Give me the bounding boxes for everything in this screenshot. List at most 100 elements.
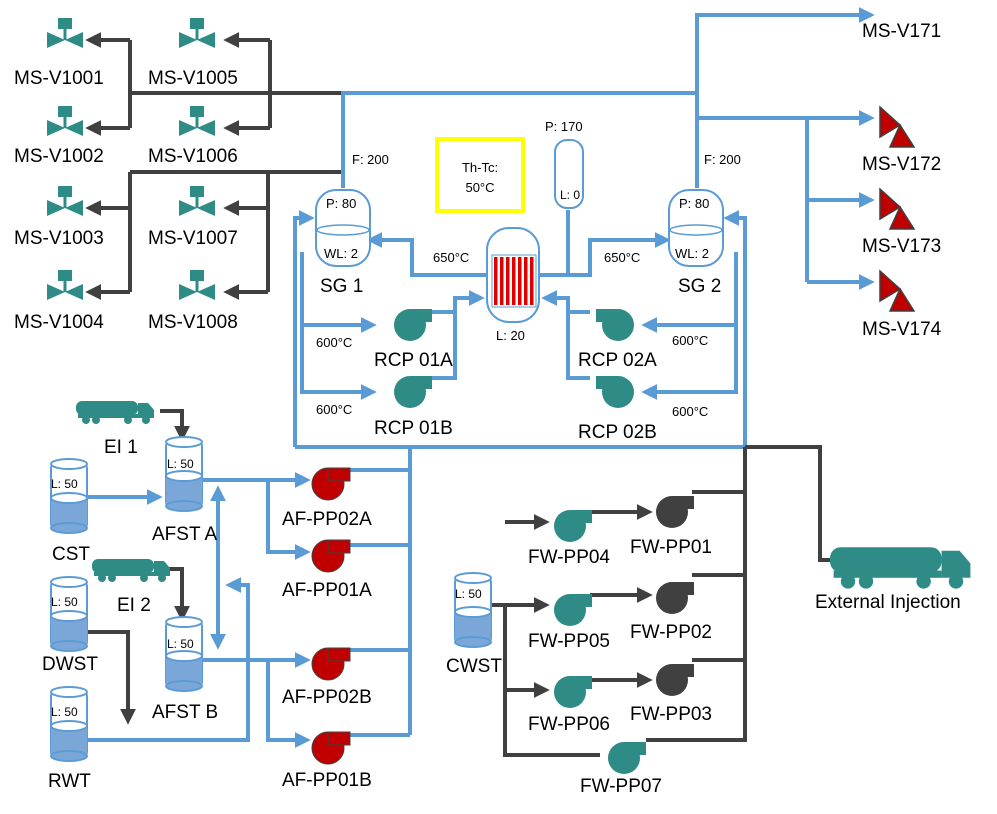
ms-valve-v1002[interactable] xyxy=(45,104,85,138)
af-pp02b-pump-icon[interactable] xyxy=(311,647,351,681)
label-v1008: MS-V1008 xyxy=(148,312,238,333)
cold-leg-1b-temp: 600°C xyxy=(316,402,352,417)
ms-valve-v1001[interactable] xyxy=(45,16,85,50)
ei2-tanker-truck-icon[interactable] xyxy=(92,559,170,582)
fw-pp05-pump-icon[interactable] xyxy=(554,594,592,626)
label-v1007: MS-V1007 xyxy=(148,228,238,249)
ei1-tanker-truck-icon[interactable] xyxy=(76,401,154,424)
feedwater-header xyxy=(293,210,747,737)
ms-valve-v1005[interactable] xyxy=(177,16,217,50)
rcp-01b-pump-icon[interactable] xyxy=(394,376,432,408)
af-pp02a-label: AF-PP02A xyxy=(282,509,372,530)
ms-valve-v1007[interactable] xyxy=(177,184,217,218)
label-v1004: MS-V1004 xyxy=(14,312,104,333)
temp-diff-value: 50°C xyxy=(465,180,494,195)
afst-a-label: AFST A xyxy=(152,524,217,545)
external-injection-label: External Injection xyxy=(815,592,961,613)
dwst-level: L: 50 xyxy=(51,595,78,609)
fw-pp04-pump-icon[interactable] xyxy=(554,510,592,542)
fw-pp01-label: FW-PP01 xyxy=(630,537,712,558)
rwt-level: L: 50 xyxy=(51,705,78,719)
fw-pp02-pump-icon[interactable] xyxy=(656,582,694,614)
sg2-label: SG 2 xyxy=(678,276,721,297)
rwt-tank[interactable] xyxy=(50,686,88,762)
sg1-label: SG 1 xyxy=(320,276,363,297)
rcp-01a-pump-icon[interactable] xyxy=(394,309,432,341)
fw-pp02-label: FW-PP02 xyxy=(630,622,712,643)
sg2-level: WL: 2 xyxy=(675,246,709,261)
rcp-01a-label: RCP 01A xyxy=(374,350,453,371)
cwst-tank[interactable] xyxy=(454,572,492,648)
hot-leg-1-temp: 650°C xyxy=(433,250,469,265)
hot-leg-2-temp: 650°C xyxy=(604,250,640,265)
af-pp02a-pump-icon[interactable] xyxy=(311,467,351,501)
afst-b-label: AFST B xyxy=(152,702,218,723)
label-v1005: MS-V1005 xyxy=(148,68,238,89)
sg1-pressure: P: 80 xyxy=(326,196,356,211)
fw-pp04-label: FW-PP04 xyxy=(528,547,610,568)
label-v1003: MS-V1003 xyxy=(14,228,104,249)
cwst-level: L: 50 xyxy=(455,587,482,601)
rcp-02a-label: RCP 02A xyxy=(578,350,657,371)
cwst-label: CWST xyxy=(446,656,502,677)
primary-loop-pipes xyxy=(300,210,738,400)
afst-a-level: L: 50 xyxy=(167,457,194,471)
label-v1002: MS-V1002 xyxy=(14,146,104,167)
rcp-01b-label: RCP 01B xyxy=(374,418,453,439)
af-pp02b-label: AF-PP02B xyxy=(282,687,372,708)
steam-lines xyxy=(341,7,875,290)
fw-pp01-pump-icon[interactable] xyxy=(656,496,694,528)
af-pp01a-pump-icon[interactable] xyxy=(311,539,351,573)
label-v174: MS-V174 xyxy=(862,319,942,340)
label-v1001: MS-V1001 xyxy=(14,68,104,89)
fw-pp05-label: FW-PP05 xyxy=(528,631,610,652)
sg2-pressure: P: 80 xyxy=(679,196,709,211)
label-v173: MS-V173 xyxy=(862,236,941,257)
steam-generator-1[interactable]: P: 80 WL: 2 xyxy=(315,189,371,267)
fw-pp07-pump-icon[interactable] xyxy=(608,742,646,774)
steam-generator-2[interactable]: P: 80 WL: 2 xyxy=(668,189,724,267)
temperature-difference-display: Th-Tc: 50°C xyxy=(435,137,525,213)
temp-diff-label: Th-Tc: xyxy=(462,160,498,175)
fw-pp07-label: FW-PP07 xyxy=(580,776,662,797)
cold-leg-2a-temp: 600°C xyxy=(672,333,708,348)
rwt-label: RWT xyxy=(48,771,91,792)
relief-valve-v172[interactable] xyxy=(879,106,915,148)
reactor-vessel[interactable] xyxy=(486,227,540,323)
pressurizer-level: L: 0 xyxy=(560,188,580,202)
reactor-level: L: 20 xyxy=(496,328,525,343)
pressurizer[interactable]: L: 0 xyxy=(554,139,584,209)
cold-leg-1a-temp: 600°C xyxy=(316,335,352,350)
af-pp01b-pump-icon[interactable] xyxy=(311,731,351,765)
external-injection-truck-icon[interactable] xyxy=(830,547,971,589)
fw-pp03-pump-icon[interactable] xyxy=(656,664,694,696)
afst-a-tank[interactable] xyxy=(165,436,203,512)
fw-pp03-label: FW-PP03 xyxy=(630,704,712,725)
ms-valve-v1003[interactable] xyxy=(45,184,85,218)
rcp-02a-pump-icon[interactable] xyxy=(596,309,634,341)
sg1-flow: F: 200 xyxy=(352,152,389,167)
ms-valve-v1008[interactable] xyxy=(177,268,217,302)
cst-tank[interactable] xyxy=(50,458,88,534)
dwst-tank[interactable] xyxy=(50,576,88,652)
cst-level: L: 50 xyxy=(51,477,78,491)
sg1-level: WL: 2 xyxy=(324,246,358,261)
cst-label: CST xyxy=(52,544,90,565)
afw-supply-pipes xyxy=(87,409,311,748)
relief-valve-v173[interactable] xyxy=(879,188,915,230)
dwst-label: DWST xyxy=(42,654,98,675)
relief-valve-v174[interactable] xyxy=(879,270,915,312)
af-pp01b-label: AF-PP01B xyxy=(282,770,372,791)
label-v172: MS-V172 xyxy=(862,154,941,175)
ms-valve-v1006[interactable] xyxy=(177,104,217,138)
fw-pp06-pump-icon[interactable] xyxy=(554,676,592,708)
afst-b-level: L: 50 xyxy=(167,637,194,651)
afst-b-tank[interactable] xyxy=(165,616,203,692)
ei2-label: EI 2 xyxy=(117,595,151,616)
ei1-label: EI 1 xyxy=(104,437,138,458)
sg2-flow: F: 200 xyxy=(704,152,741,167)
rcp-02b-pump-icon[interactable] xyxy=(596,376,634,408)
label-v1006: MS-V1006 xyxy=(148,146,238,167)
ms-valve-v1004[interactable] xyxy=(45,268,85,302)
